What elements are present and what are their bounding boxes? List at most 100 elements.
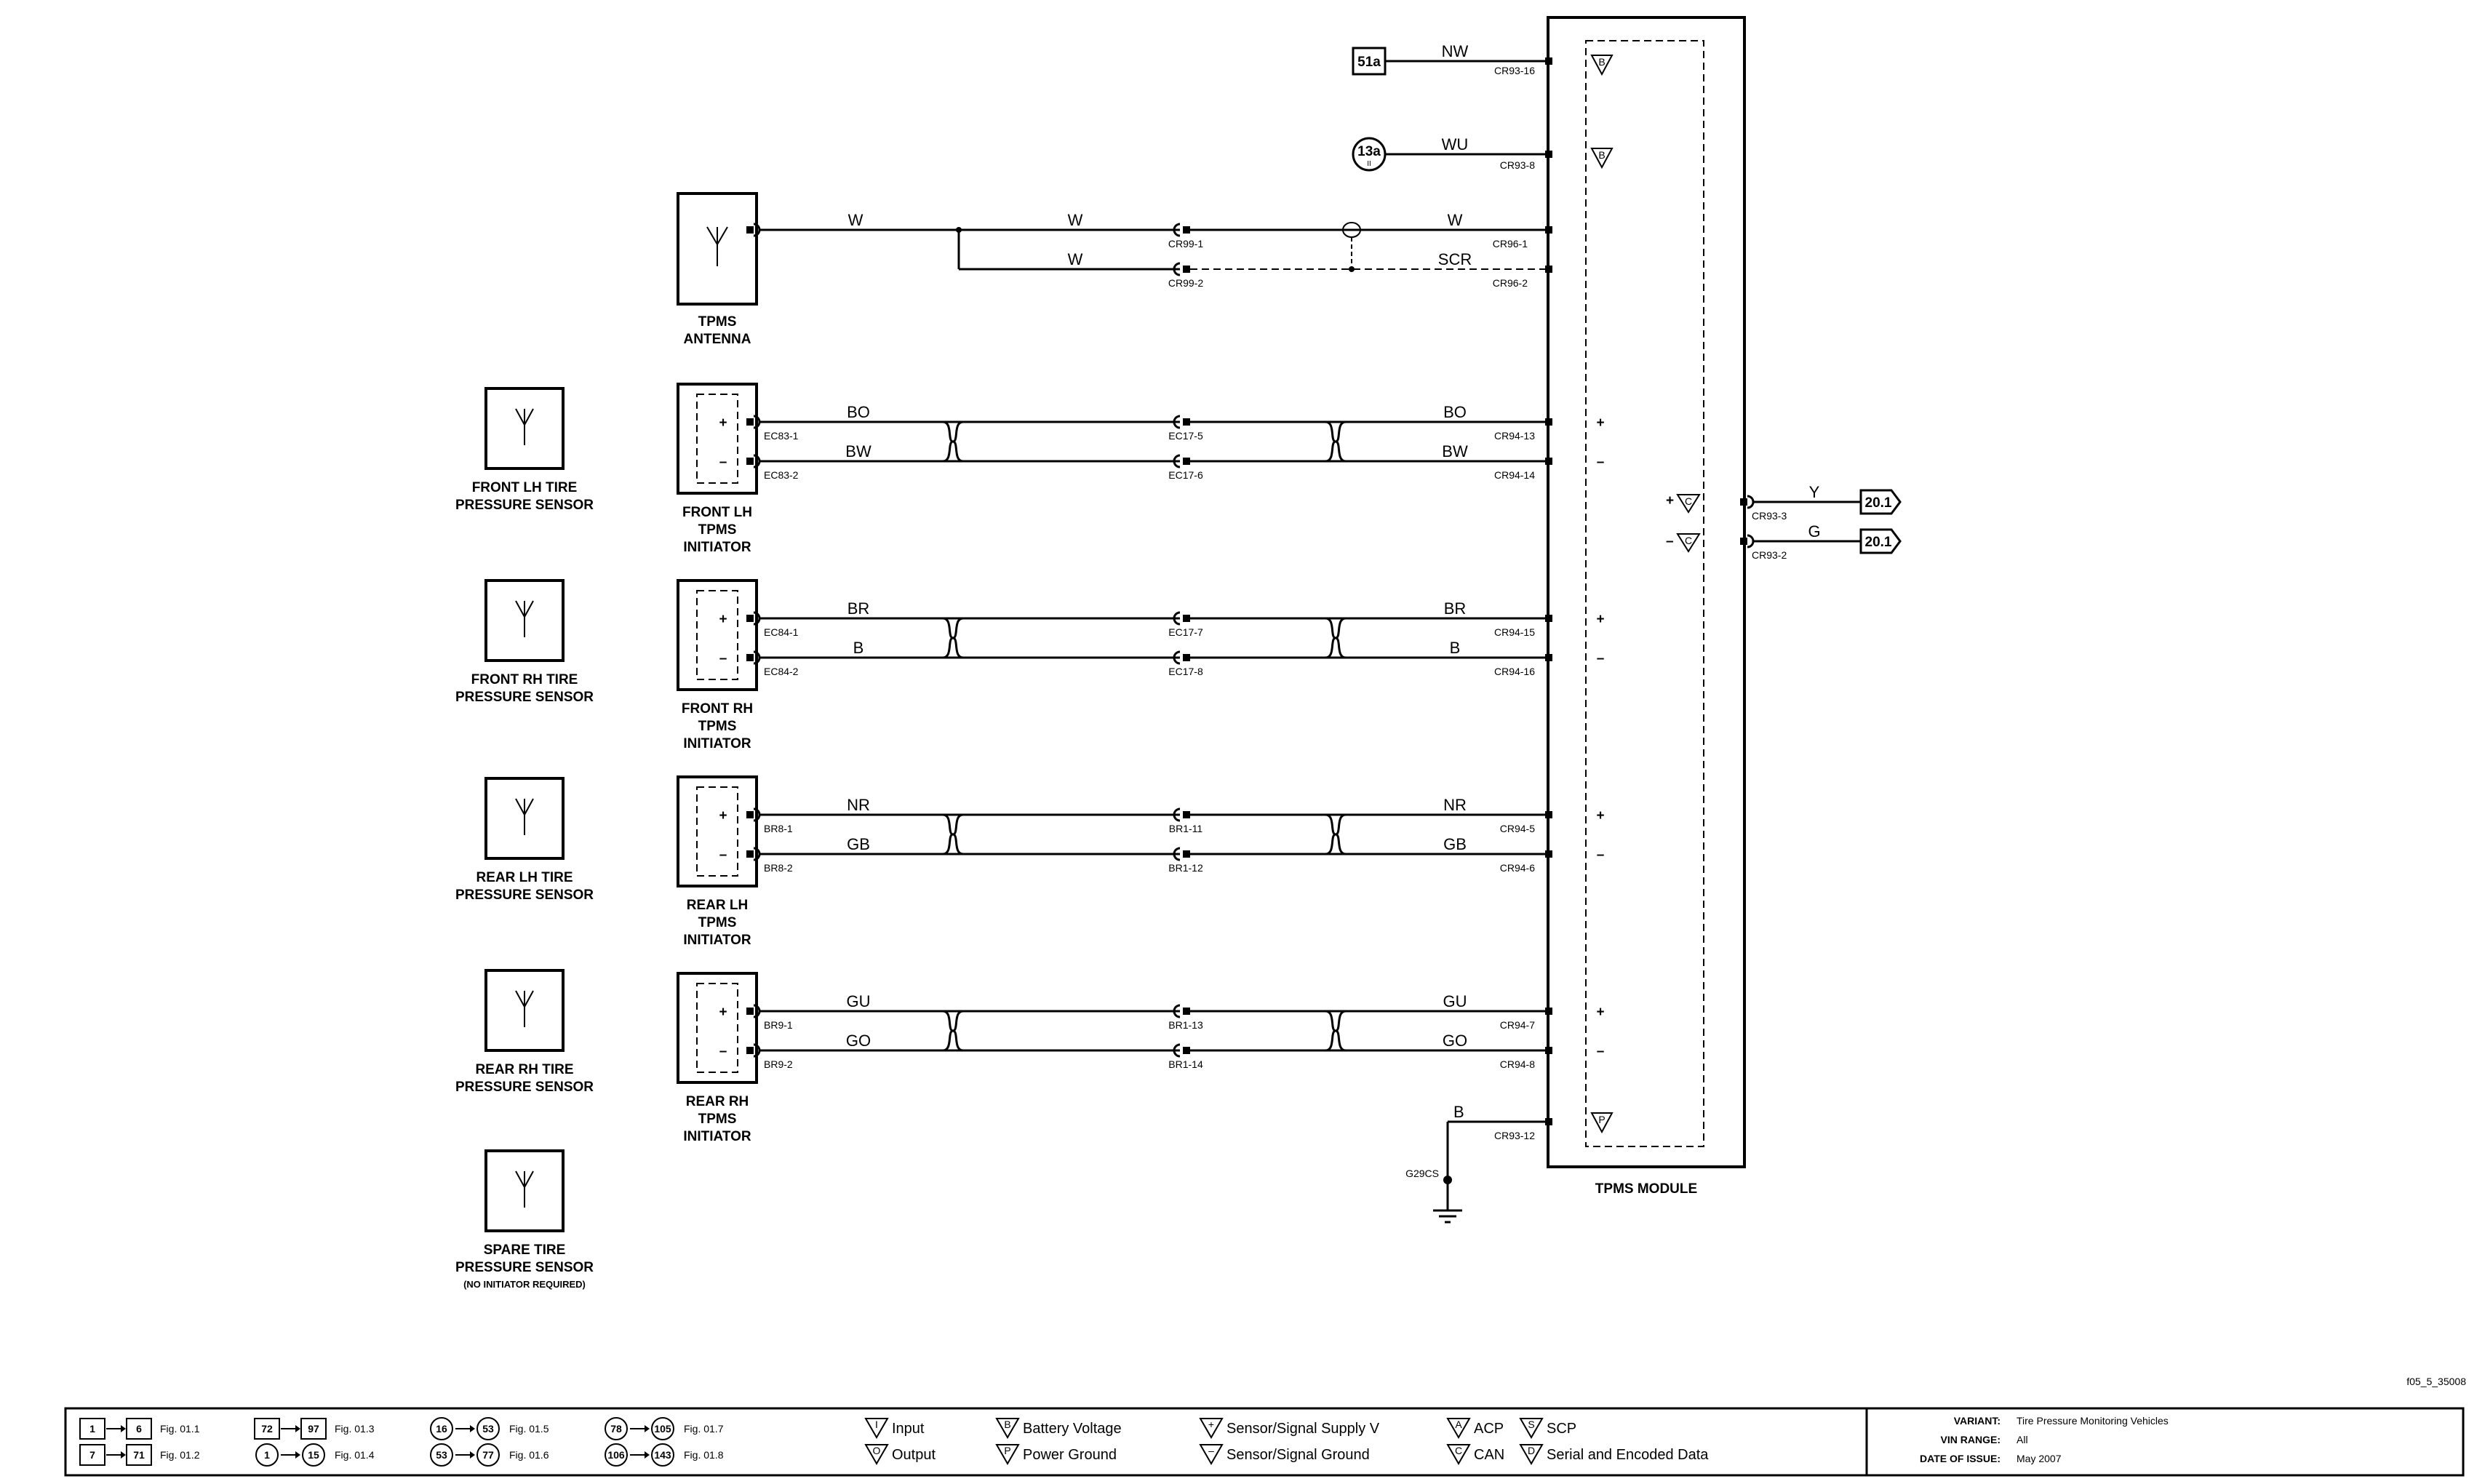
initiator-box [677,972,758,1084]
connector-label: EC17-8 [1168,666,1203,677]
legend-symbol: – Sensor/Signal Ground [1199,1444,1370,1466]
legend-box [64,1407,2465,1477]
antenna-icon [515,408,534,445]
antenna-icon [515,798,534,835]
sensor-label: FRONT LH TIRE [472,480,578,495]
legend-fig-label: Fig. 01.1 [160,1423,200,1435]
tpms-initiator: FRONT LHTPMSINITIATOR+EC83-1BOEC17-5BOCR… [677,383,1605,555]
symbol-triangle-icon [1199,1444,1224,1466]
legend-symbol-code: D [1528,1445,1535,1456]
arrow-right-icon [645,1425,650,1432]
legend-symbol-code: P [1004,1445,1010,1456]
connector-label: EC17-5 [1168,430,1203,442]
legend-symbol-label: CAN [1474,1447,1504,1463]
legend-symbol-label: Battery Voltage [1023,1421,1122,1437]
legend-fig-from: 72 [261,1423,273,1435]
ground-circuit: B CR93-12 P G29CS [1405,1103,1614,1224]
wire-color-label: BW [845,442,871,460]
initiator-box [677,383,758,495]
ref-51a-circuit: 51a NW CR93-16 B [1352,42,1614,76]
symbol-triangle-icon [1446,1418,1471,1440]
connector-label: CR94-16 [1494,666,1535,677]
symbol-triangle-icon [1519,1444,1544,1466]
antenna-wire-w-4: W [1068,250,1083,268]
wire-color-label: GB [1443,835,1467,853]
legend-symbol-code: – [1208,1445,1214,1456]
info-vin-value: All [2017,1434,2028,1445]
connector-label: EC83-2 [764,469,799,481]
legend-symbol-label: Power Ground [1023,1447,1117,1463]
connector-label: BR1-13 [1168,1019,1203,1031]
wire-color-label: B [853,639,864,657]
antenna-label-1: TPMS [698,314,737,330]
can-sym-2: C [1685,535,1692,546]
legend-fig-from: 1 [264,1449,270,1461]
ground-icon [1433,1209,1462,1224]
connector-label: EC84-2 [764,666,799,677]
sensor-label: PRESSURE SENSOR [455,1080,594,1095]
module-label: TPMS MODULE [1595,1181,1697,1197]
symbol-triangle-icon [864,1444,889,1466]
wire-color-label: BR [847,599,870,618]
module-pin-sign: – [1597,455,1605,470]
wire-color-label: GB [847,835,870,853]
tpms-initiator: FRONT RHTPMSINITIATOR+EC84-1BREC17-7BRCR… [677,579,1605,751]
sensor-label: REAR LH TIRE [476,870,573,885]
conn-cr96-1: CR96-1 [1493,238,1528,250]
conn-cr99-1: CR99-1 [1168,238,1203,250]
legend-symbol-label: Output [892,1447,936,1463]
wire-color-label: BR [1444,599,1467,618]
wire-color-label: GU [847,992,871,1010]
connector-label: CR94-15 [1494,626,1535,638]
tpms-initiator: REAR RHTPMSINITIATOR+BR9-1GUBR1-13GUCR94… [677,972,1605,1144]
pin-sign: + [719,415,727,431]
sensor-label: PRESSURE SENSOR [455,1260,594,1275]
info-date-value: May 2007 [2017,1453,2062,1464]
wire-nw: NW [1442,42,1469,60]
connector-label: CR94-5 [1500,823,1535,834]
can-plus-sign: + [1666,493,1674,508]
connector-label: EC84-1 [764,626,799,638]
symbol-triangle-icon [995,1444,1020,1466]
wire-color-label: BO [1443,403,1467,421]
initiator-inner [696,394,738,484]
legend-fig-label: Fig. 01.6 [509,1449,549,1461]
legend-fig-to: 77 [482,1449,494,1461]
tpms-module: TPMS MODULE [1547,16,1746,1197]
initiator-label: FRONT LH [682,505,752,520]
legend-fig-label: Fig. 01.2 [160,1449,200,1461]
wire-y: Y [1809,483,1820,501]
battery-voltage-icon [1590,148,1614,169]
ref-13a-label: 13a [1357,144,1381,159]
pin-sign: + [719,612,727,627]
wire-color-label: BW [1442,442,1468,460]
conn-cr93-3: CR93-3 [1752,510,1787,522]
sym-p: P [1598,1114,1605,1125]
connector-label: BR9-1 [764,1019,793,1031]
initiator-box [677,775,758,887]
module-pin-sign: – [1597,651,1605,666]
sym-b-1: B [1598,56,1605,68]
arrow-right-icon [295,1451,300,1459]
ref-13a-circuit: 13a II WU CR93-8 B [1352,135,1614,172]
connector-label: CR94-7 [1500,1019,1535,1031]
legend-fig-to: 143 [654,1449,671,1461]
connector-label: BR9-2 [764,1058,793,1070]
pin-sign: + [719,1005,727,1020]
legend-fig-to: 6 [136,1423,142,1435]
legend-symbol-label: Sensor/Signal Ground [1226,1447,1370,1463]
pin-sign: – [719,847,727,863]
legend-info: VARIANT: Tire Pressure Monitoring Vehicl… [1920,1415,2169,1464]
wire-g: G [1808,522,1820,540]
wire-color-label: NR [847,796,870,814]
can-ref-1: 20.1 [1865,495,1892,511]
